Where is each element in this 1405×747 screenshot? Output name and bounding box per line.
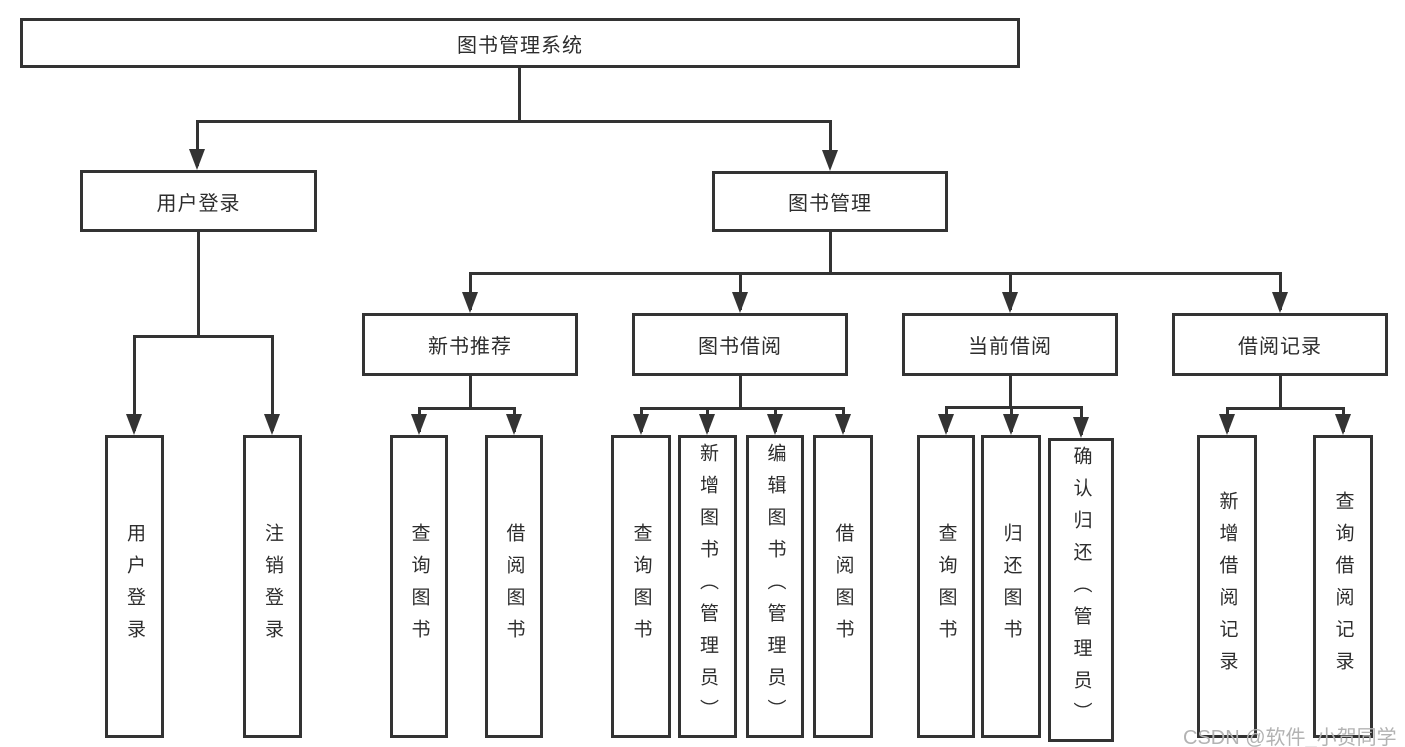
arrow-down-icon [699,414,715,435]
node-label: 图书管理 [788,193,872,215]
connector-line [1226,407,1344,410]
node-label: 新增图书（管理员） [697,442,718,731]
node-label: 注销登录 [262,522,283,651]
leaf-borrow-books-recommend: 借阅图书 [485,435,543,738]
connector-line [469,272,1281,275]
node-label: 查询借阅记录 [1332,490,1354,683]
arrow-down-icon [732,292,748,313]
arrow-down-icon [938,414,954,435]
node-label: 编辑图书（管理员） [764,442,786,731]
node-library-management-system: 图书管理系统 [20,18,1020,68]
arrow-down-icon [462,292,478,313]
leaf-query-books-recommend: 查询图书 [390,435,448,738]
connector-line [196,120,199,166]
connector-line [418,407,515,410]
connector-line [739,376,742,407]
leaf-user-login: 用户登录 [105,435,164,738]
node-label: 用户登录 [156,192,241,215]
node-label: 查询图书 [935,522,957,651]
arrow-down-icon [506,414,522,435]
node-label: 图书借阅 [698,336,782,358]
leaf-query-borrow-record: 查询借阅记录 [1313,435,1373,738]
leaf-borrow-books-borrowing: 借阅图书 [813,435,873,738]
connector-line [133,335,274,338]
arrow-down-icon [189,149,205,170]
leaf-edit-books-admin: 编辑图书（管理员） [746,435,804,738]
connector-line [133,335,136,431]
arrow-down-icon [1335,414,1351,435]
arrow-down-icon [1219,414,1235,435]
arrow-down-icon [126,414,142,435]
connector-line [469,376,472,407]
leaf-add-books-admin: 新增图书（管理员） [678,435,737,738]
arrow-down-icon [835,414,851,435]
node-label: 借阅图书 [832,522,854,651]
node-book-borrowing: 图书借阅 [632,313,848,376]
arrow-down-icon [633,414,649,435]
connector-line [469,272,472,310]
connector-line [197,232,200,335]
node-user-login: 用户登录 [80,170,317,232]
node-new-book-recommendation: 新书推荐 [362,313,578,376]
arrow-down-icon [767,414,783,435]
node-label: 借阅图书 [503,522,525,651]
node-book-management: 图书管理 [712,171,948,232]
leaf-add-borrow-record: 新增借阅记录 [1197,435,1257,738]
connector-line [196,120,832,123]
connector-line [1009,376,1012,406]
node-borrowing-records: 借阅记录 [1172,313,1388,376]
arrow-down-icon [1002,292,1018,313]
node-label: 新增借阅记录 [1216,490,1238,683]
connector-line [1279,376,1282,407]
node-current-borrowing: 当前借阅 [902,313,1118,376]
arrow-down-icon [411,414,427,435]
arrow-down-icon [1073,417,1089,438]
connector-line [1009,272,1012,310]
connector-line [829,120,832,166]
connector-line [739,272,742,310]
csdn-watermark: CSDN @软件_小贺同学 [1183,727,1397,747]
arrow-down-icon [1272,292,1288,313]
leaf-query-books-current: 查询图书 [917,435,975,738]
connector-line [271,335,274,431]
node-label: 当前借阅 [968,336,1052,358]
arrow-down-icon [1003,414,1019,435]
node-label: 查询图书 [408,522,430,651]
node-label: 借阅记录 [1238,336,1322,358]
node-label: 新书推荐 [428,336,512,358]
node-label: 归还图书 [1000,522,1022,651]
leaf-query-books-borrowing: 查询图书 [611,435,671,738]
leaf-confirm-return-admin: 确认归还（管理员） [1048,438,1114,742]
leaf-return-books: 归还图书 [981,435,1041,738]
leaf-logout: 注销登录 [243,435,302,738]
connector-line [640,407,844,410]
connector-line [945,406,1082,409]
connector-line [1279,272,1282,310]
arrow-down-icon [264,414,280,435]
node-label: 确认归还（管理员） [1070,446,1092,734]
connector-line [518,68,521,121]
arrow-down-icon [822,150,838,171]
connector-line [829,232,832,272]
node-label: 用户登录 [124,522,145,651]
node-label: 查询图书 [630,522,652,651]
node-label: 图书管理系统 [457,34,583,57]
